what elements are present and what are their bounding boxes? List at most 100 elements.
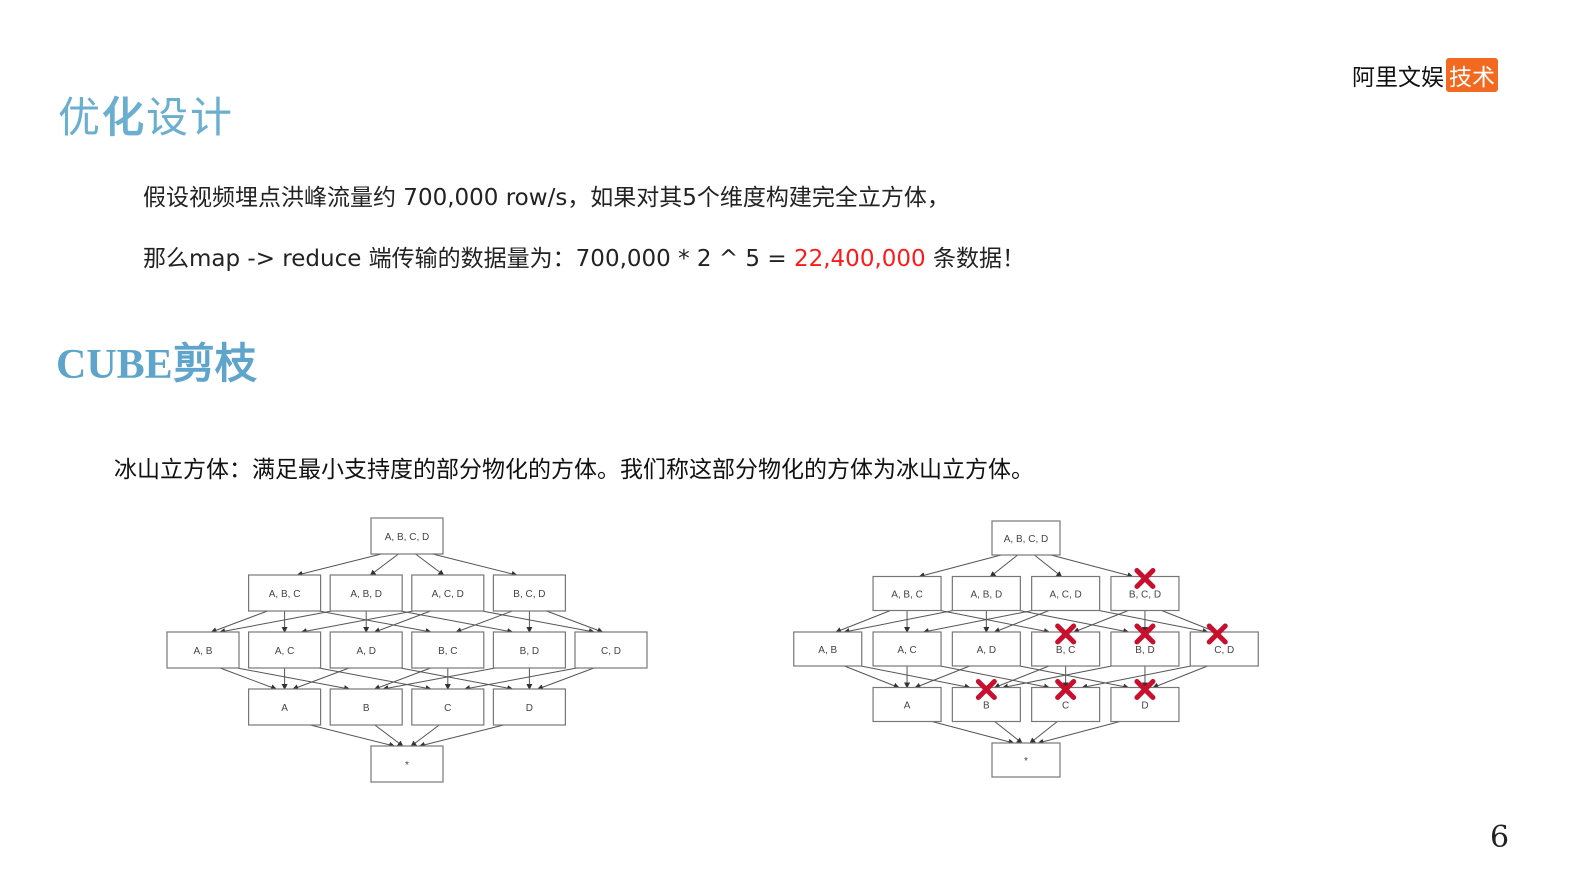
lattice-edge (432, 553, 518, 577)
lattice-node: B, C (411, 631, 485, 669)
node-box (166, 631, 240, 669)
lattice-edge (292, 667, 350, 691)
lattice-node: * (370, 745, 444, 783)
node-box (951, 575, 1021, 612)
prune-x-icon (1134, 568, 1156, 589)
lattice-edge (1073, 610, 1129, 633)
node-label: A, D (977, 645, 996, 656)
lattice-edge (1029, 721, 1058, 744)
lattice-edge (400, 667, 514, 692)
lattice-node: A, B, C, D (370, 517, 444, 555)
lattice-edge (546, 610, 604, 634)
section-title-optimization: 优化设计 (58, 84, 234, 145)
line2-prefix: 那么map -> reduce 端传输的数据量为：700,000 * 2 ^ 5… (143, 246, 794, 272)
lattice-edges (835, 554, 1217, 745)
prune-x-icon (975, 679, 997, 700)
node-label: B, C, D (513, 589, 545, 600)
lattice-edge (400, 610, 514, 635)
lattice-node: A, C (872, 631, 942, 667)
body-line-2: 那么map -> reduce 端传输的数据量为：700,000 * 2 ^ 5… (143, 239, 1025, 273)
node-label: * (405, 760, 409, 771)
node-box (951, 686, 1021, 723)
page-number: 6 (1490, 820, 1510, 855)
lattice-node: A, D (329, 631, 403, 669)
node-box (793, 631, 863, 667)
lattice-edge (931, 721, 1015, 745)
lattice-edge (989, 554, 1018, 578)
node-box (248, 631, 322, 669)
lattice-edge (844, 665, 900, 689)
lattice-edge (918, 554, 1002, 579)
node-box (574, 631, 648, 669)
lattice-edge (860, 665, 971, 690)
lattice-edges (210, 553, 604, 748)
node-label: A (904, 701, 911, 712)
lattice-edge (237, 667, 351, 692)
prune-x-icon (1134, 623, 1156, 645)
node-label: D (1141, 701, 1148, 712)
lattice-node: A, B (166, 631, 240, 669)
lattice-edge (843, 610, 954, 634)
node-box (411, 574, 485, 612)
lattice-edge (1161, 610, 1217, 633)
node-label: A, B, D (971, 590, 1003, 601)
node-box (492, 631, 566, 669)
node-label: A, D (356, 646, 375, 657)
node-box (991, 520, 1061, 556)
lattice-edge (940, 610, 1050, 634)
lattice-edge (537, 667, 595, 691)
lattice-node: C (1031, 679, 1101, 723)
lattice-node: A, C, D (411, 574, 485, 612)
lattice-node: A, C (248, 631, 322, 669)
node-label: A, B (818, 645, 837, 656)
node-label: A, C (275, 646, 294, 657)
lattice-edge (455, 610, 513, 634)
lattice-edge (300, 610, 414, 635)
prune-x-icon (1206, 623, 1228, 645)
node-box (492, 688, 566, 726)
lattice-node: A, B, D (329, 574, 403, 612)
node-label: A, B, D (350, 589, 382, 600)
lattice-edge (993, 610, 1050, 633)
lattice-edge (410, 724, 440, 747)
node-box (370, 745, 444, 783)
lattice-node: C, D (574, 631, 648, 669)
lattice-node: B, C (1031, 623, 1101, 667)
lattice-edge (1034, 554, 1063, 578)
lattice-edge (1152, 665, 1208, 689)
node-label: C (444, 703, 451, 714)
lattice-node: D (1110, 679, 1180, 723)
node-label: A, B, C, D (1004, 534, 1048, 545)
node-label: B (983, 701, 990, 712)
node-box (951, 631, 1021, 667)
prune-x-icon (1055, 623, 1077, 645)
node-box (872, 631, 942, 667)
lattice-node: B, C, D (1110, 568, 1180, 612)
lattice-edge (219, 667, 277, 691)
lattice-node: B (329, 688, 403, 726)
lattice-edge (310, 724, 396, 748)
node-box (329, 688, 403, 726)
node-box (492, 574, 566, 612)
lattice-edge (318, 667, 432, 692)
node-label: D (526, 703, 533, 714)
node-box (370, 517, 444, 555)
prune-x-icon (1055, 679, 1077, 700)
logo-text: 阿里文娱 (1352, 65, 1444, 91)
node-box (991, 742, 1061, 778)
node-label: A, B, C (891, 590, 923, 601)
node-label: A, B, C, D (385, 532, 429, 543)
lattice-edge (373, 610, 431, 634)
logo-tag: 技术 (1446, 58, 1498, 92)
node-label: B, C (438, 646, 457, 657)
node-label: A, B, C (269, 589, 301, 600)
lattice-edge (318, 610, 432, 635)
lattice-edge (1019, 665, 1130, 690)
lattice-node: A (248, 688, 322, 726)
node-label: B, C, D (1129, 590, 1161, 601)
lattice-edge (994, 721, 1023, 744)
lattice-edge (1081, 665, 1192, 690)
node-label: B, C (1056, 645, 1075, 656)
node-box (1031, 631, 1101, 667)
